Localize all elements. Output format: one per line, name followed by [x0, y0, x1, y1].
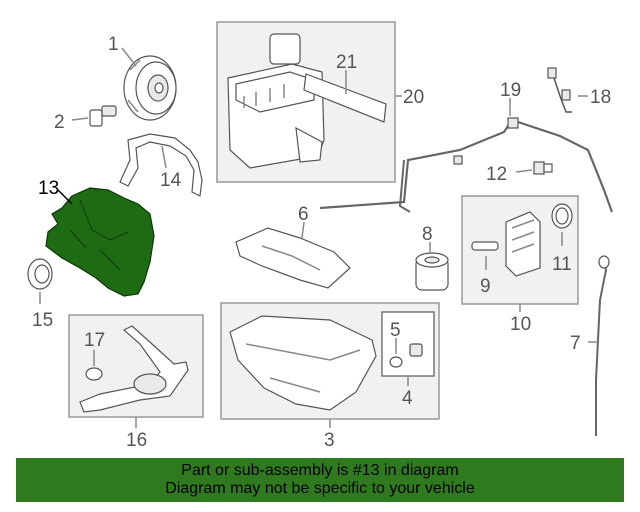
callout-12[interactable]: 12 — [486, 164, 507, 185]
callout-19[interactable]: 19 — [500, 80, 521, 101]
part-18-sensor[interactable] — [547, 67, 572, 113]
callout-16[interactable]: 16 — [126, 430, 147, 451]
part-3-oil-pan[interactable] — [229, 315, 377, 411]
parts-diagram: 1 2 14 13 15 21 20 6 — [27, 21, 614, 451]
callout-17[interactable]: 17 — [84, 330, 105, 351]
part-1-pulley[interactable] — [123, 55, 177, 121]
callout-6[interactable]: 6 — [298, 204, 309, 225]
footer-line-2: Diagram may not be specific to your vehi… — [165, 480, 475, 497]
callout-4[interactable]: 4 — [402, 388, 413, 409]
callout-15[interactable]: 15 — [32, 310, 53, 331]
callout-18[interactable]: 18 — [590, 87, 611, 108]
part-21-gasket[interactable] — [303, 73, 387, 123]
footer-banner: Part or sub-assembly is #13 in diagram D… — [16, 458, 624, 502]
part-6-baffle[interactable] — [235, 227, 351, 289]
footer-line-1: Part or sub-assembly is #13 in diagram — [181, 462, 459, 479]
part-7-dipstick[interactable] — [595, 255, 610, 436]
part-9-connector[interactable] — [471, 241, 499, 251]
callout-2[interactable]: 2 — [54, 112, 65, 133]
callout-20[interactable]: 20 — [403, 87, 424, 108]
callout-8[interactable]: 8 — [422, 224, 433, 245]
callout-14[interactable]: 14 — [160, 170, 182, 191]
callout-13[interactable]: 13 — [38, 178, 59, 199]
part-20-intake-manifold[interactable] — [227, 33, 325, 169]
part-2-bolt[interactable] — [89, 105, 117, 127]
callout-7[interactable]: 7 — [570, 333, 581, 354]
part-11-o-ring[interactable] — [551, 203, 573, 229]
callout-1[interactable]: 1 — [108, 34, 119, 55]
callout-3[interactable]: 3 — [324, 430, 335, 451]
part-15-seal[interactable] — [27, 258, 53, 290]
part-14-gasket[interactable] — [119, 133, 203, 197]
part-13-front-cover[interactable] — [45, 187, 155, 297]
callout-21[interactable]: 21 — [336, 52, 357, 73]
part-16-pickup-tube[interactable] — [79, 325, 189, 413]
callout-5[interactable]: 5 — [390, 320, 401, 341]
part-10-oil-cooler[interactable] — [505, 211, 541, 277]
part-12-sensor[interactable] — [533, 161, 553, 175]
part-5-drain-plug[interactable] — [389, 343, 423, 368]
callout-11[interactable]: 11 — [552, 254, 572, 275]
part-17-o-ring[interactable] — [85, 367, 103, 381]
part-19-harness[interactable] — [319, 117, 614, 213]
part-8-oil-filter[interactable] — [415, 252, 449, 291]
callout-10[interactable]: 10 — [510, 314, 531, 335]
callout-9[interactable]: 9 — [480, 276, 491, 297]
